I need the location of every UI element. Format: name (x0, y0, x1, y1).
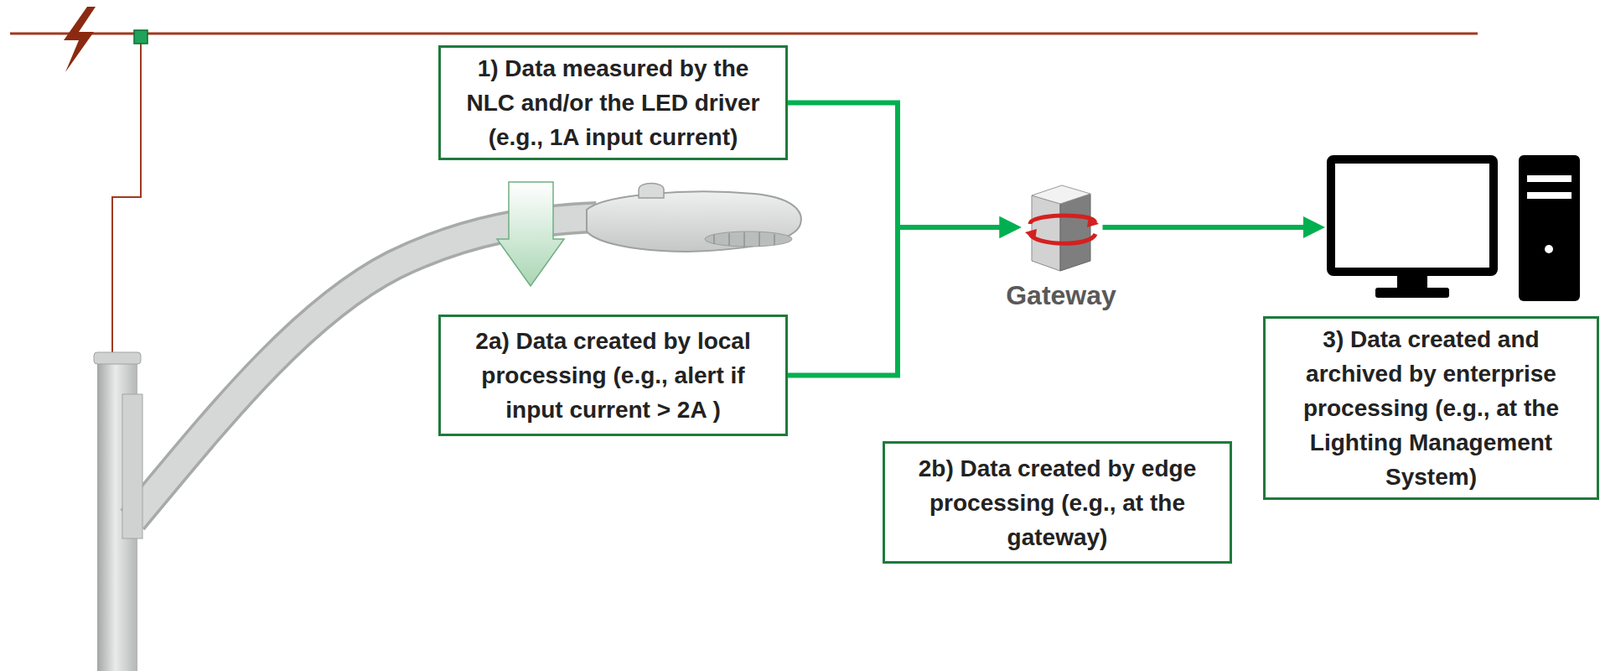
text-wrap: 2a) Data created by local processing (e.… (462, 323, 764, 427)
connector (1102, 224, 1306, 230)
connector (787, 227, 1002, 376)
arm-bracket (122, 393, 143, 539)
box-text: 3) Data created and archived by enterpri… (1284, 321, 1579, 494)
photocell (638, 183, 664, 199)
gateway-icon (1023, 180, 1100, 275)
process-box: 2b) Data created by edge processing (e.g… (882, 440, 1233, 564)
lens-grid (714, 232, 775, 247)
process-box: 2a) Data created by local processing (e.… (438, 314, 788, 436)
text-wrap: 1) Data measured by the NLC and/or the L… (462, 51, 764, 155)
luminaire-head (586, 191, 802, 252)
process-box: 1) Data measured by the NLC and/or the L… (438, 45, 788, 161)
power-line (10, 32, 1478, 36)
text-box: 3) Data created and archived by enterpri… (1263, 315, 1600, 500)
pole-cap (93, 352, 141, 364)
text-wrap: 3) Data created and archived by enterpri… (1284, 321, 1579, 494)
feed-wire (112, 41, 141, 353)
box-text: 2b) Data created by edge processing (e.g… (906, 450, 1208, 555)
down-arrow (497, 181, 565, 286)
gateway-label-wrap: Gateway (984, 279, 1138, 311)
gateway-label: Gateway (1003, 279, 1119, 311)
box-text: 2a) Data created by local processing (e.… (462, 323, 764, 427)
gateway-node: Gateway (984, 180, 1138, 311)
connector (787, 103, 1002, 228)
computer-node: 3) Data created and archived by enterpri… (1263, 155, 1600, 500)
arrow-head (999, 216, 1022, 239)
lightning-bolt (63, 6, 96, 73)
luminaire-lens (704, 231, 793, 247)
text-wrap: 2b) Data created by edge processing (e.g… (906, 450, 1208, 555)
computer-icon (1326, 155, 1582, 303)
box-text: 1) Data measured by the NLC and/or the L… (462, 51, 764, 155)
junction-square (134, 30, 148, 44)
arrow-head (999, 216, 1022, 239)
arrow-head (1303, 216, 1326, 239)
